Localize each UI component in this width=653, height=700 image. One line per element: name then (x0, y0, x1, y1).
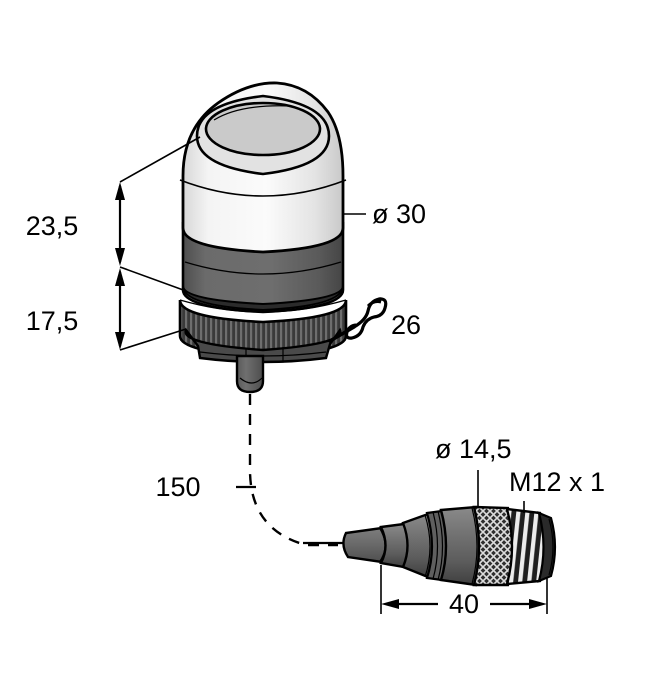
dimension-label-height-lower: 17,5 (26, 306, 79, 336)
dimension-connector-length: 40 (380, 565, 548, 619)
dimension-connector-diameter: ø 14,5 (435, 434, 512, 506)
dimension-label-cable-length: 150 (155, 472, 200, 502)
dimension-label-connector-diameter: ø 14,5 (435, 434, 512, 464)
dimension-diameter-housing: ø 30 (342, 199, 426, 229)
dimension-height-upper: 23,5 (26, 136, 201, 292)
m12-connector (303, 505, 557, 587)
cable-run: 150 (155, 394, 338, 547)
lens-dome (179, 81, 347, 254)
dimension-label-thread-spec: M12 x 1 (509, 467, 605, 497)
wrench-icon (328, 297, 388, 343)
dimension-label-connector-length: 40 (449, 589, 479, 619)
dimension-label-wrench-size: 26 (391, 310, 421, 340)
cable-stub (235, 354, 265, 394)
dimension-label-diameter-housing: ø 30 (372, 199, 426, 229)
dimension-label-height-upper: 23,5 (26, 211, 79, 241)
dimension-height-lower: 17,5 (26, 268, 187, 351)
dimension-thread-spec: M12 x 1 (509, 467, 605, 513)
